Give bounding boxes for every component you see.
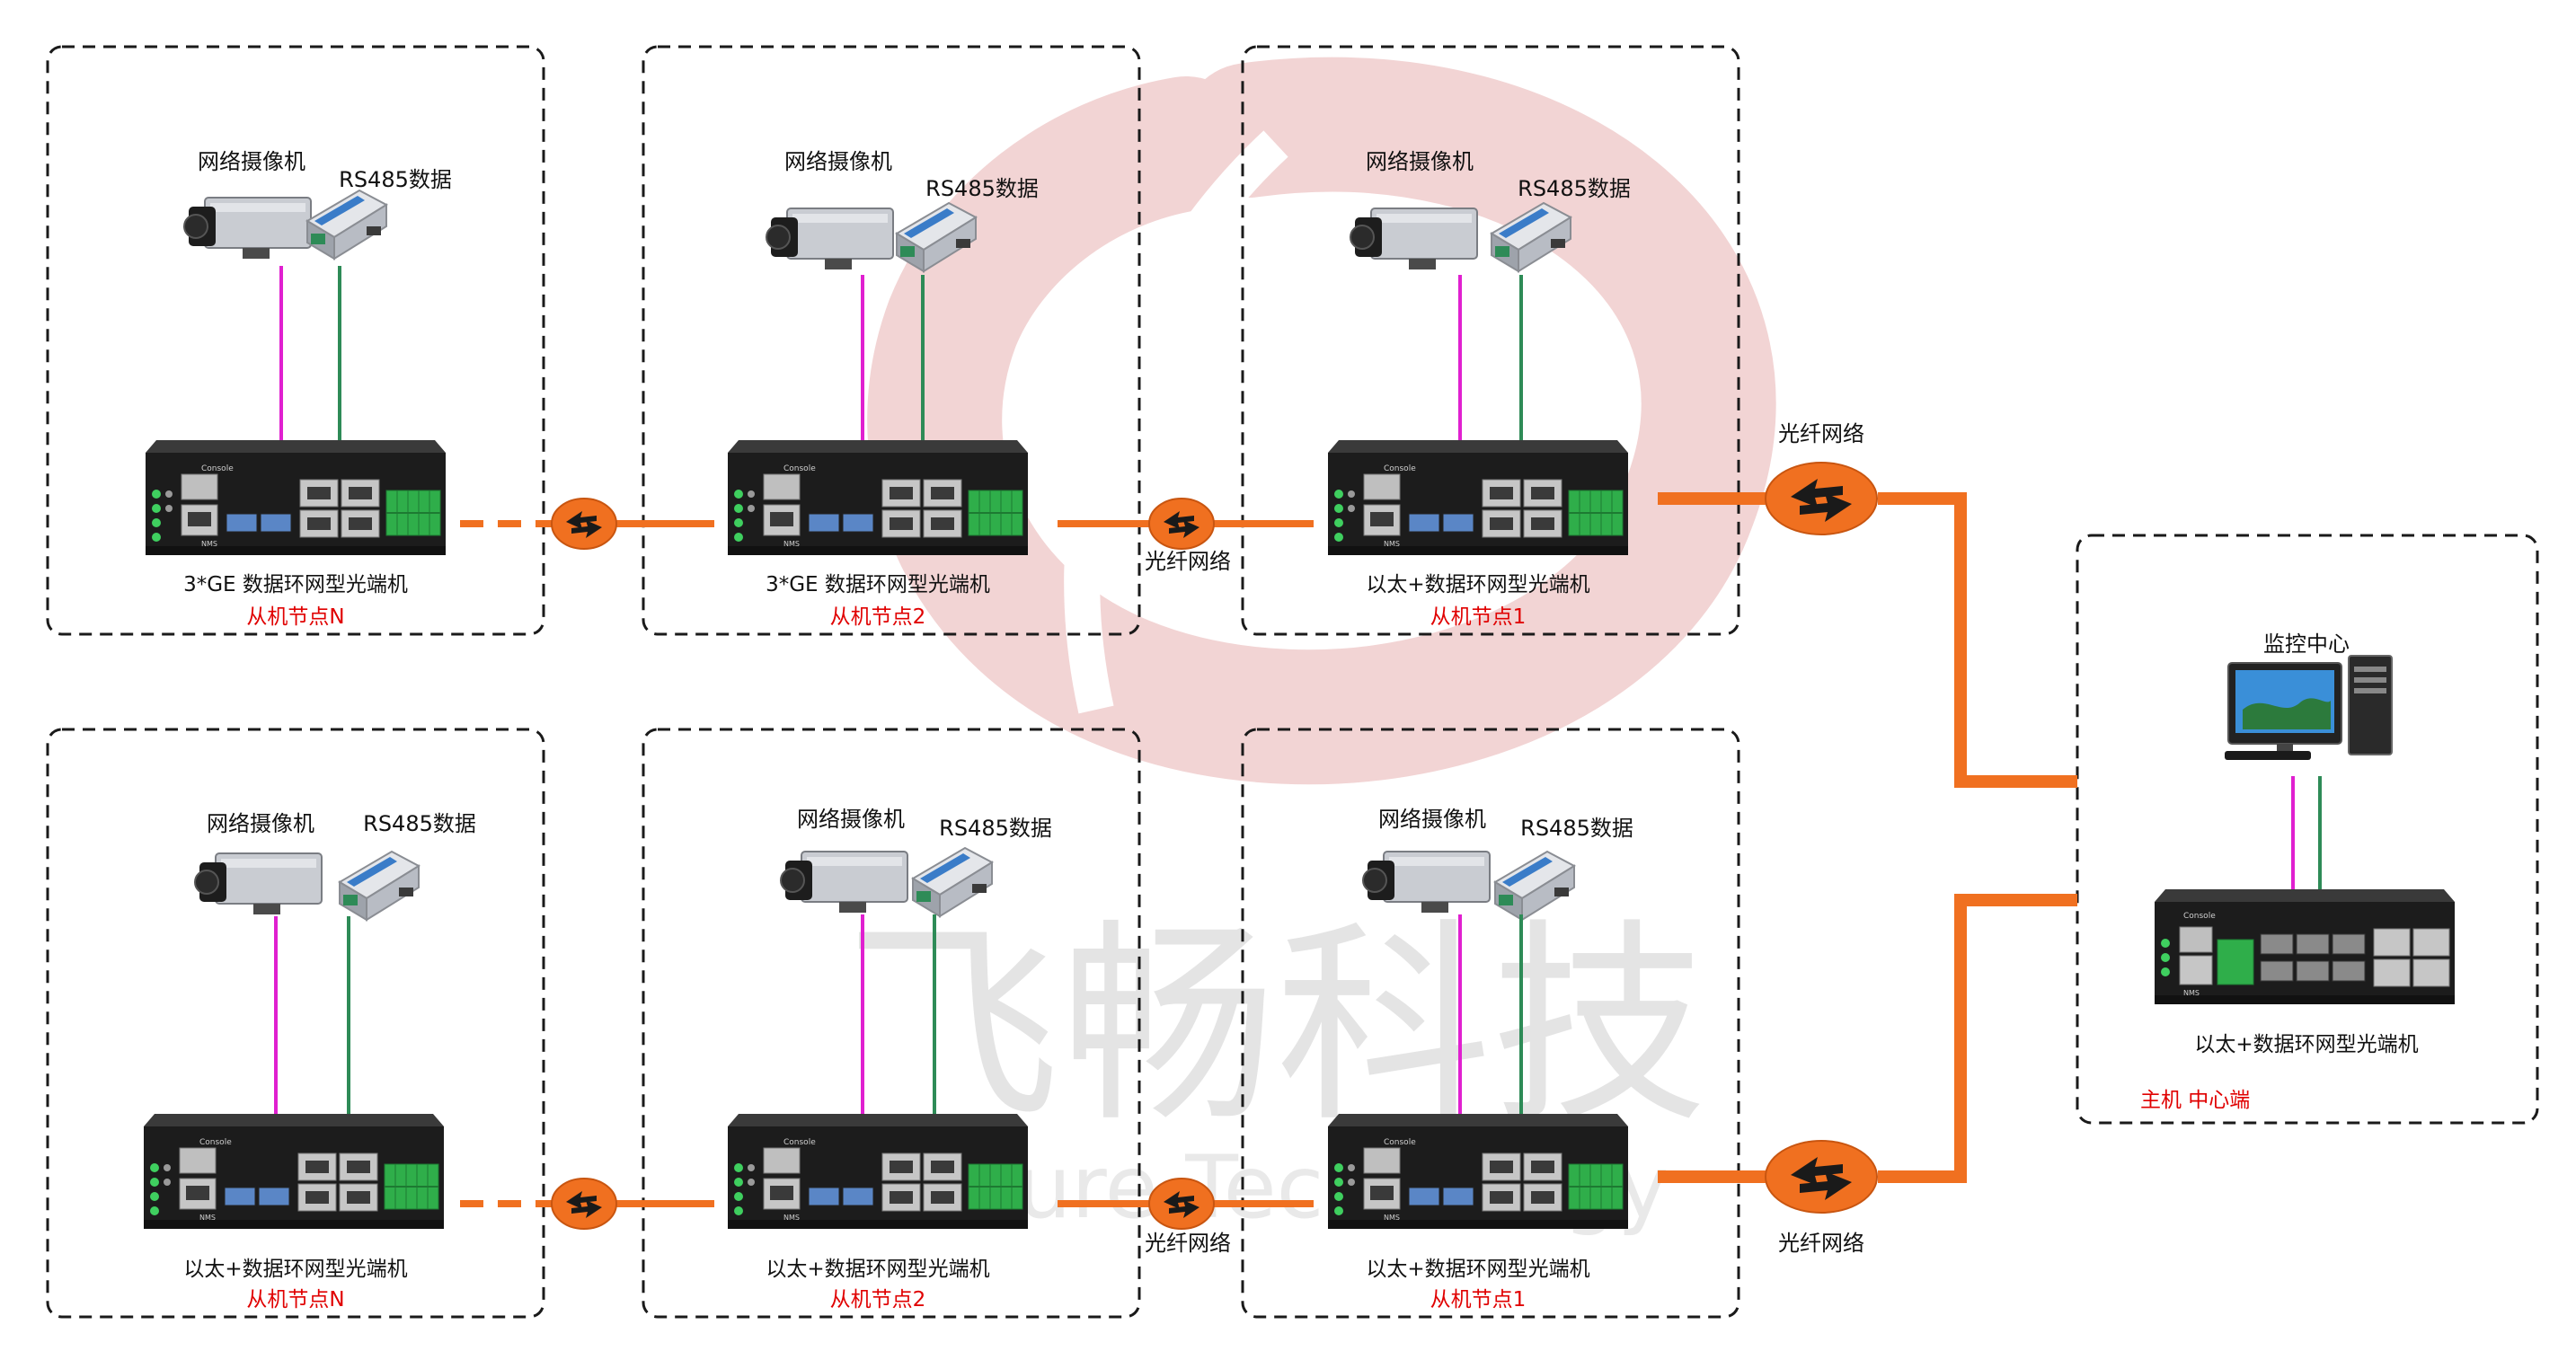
node-bottom-1: 网络摄像机 RS485数据 以太+数据环网型光端机 从机节点1 <box>1327 807 1633 1311</box>
node-boxes <box>46 45 2539 1319</box>
fiber-network-label: 光纤网络 <box>1778 1231 1864 1256</box>
rs485-label: RS485数据 <box>1520 816 1633 841</box>
camera-label: 网络摄像机 <box>1366 149 1474 174</box>
computer-icon <box>2225 655 2393 760</box>
optical-transceiver-device <box>727 439 1029 556</box>
optical-transceiver-device <box>1327 439 1629 556</box>
optical-transceiver-device <box>145 439 447 556</box>
node-center: 监控中心 以太+数据环网型光端机 主机 中心端 <box>2140 631 2456 1112</box>
rs485-label: RS485数据 <box>363 811 476 836</box>
camera-icon <box>194 852 323 915</box>
rs485-label: RS485数据 <box>339 167 452 192</box>
watermark: 飞畅科技 Future Technology <box>845 57 1776 1238</box>
optical-transceiver-device <box>1327 1113 1629 1230</box>
camera-icon <box>766 208 894 270</box>
node-bottom-2: 网络摄像机 RS485数据 以太+数据环网型光端机 从机节点2 <box>727 807 1052 1311</box>
fiber-node-icon <box>551 498 617 550</box>
device-label: 以太+数据环网型光端机 <box>2194 1033 2418 1056</box>
rs485-converter-icon <box>306 190 387 260</box>
fiber-network-label: 光纤网络 <box>1145 549 1231 574</box>
node-role-label: 从机节点1 <box>1430 1288 1527 1311</box>
device-label: 以太+数据环网型光端机 <box>183 1258 407 1281</box>
node-role-label: 从机节点N <box>246 605 344 629</box>
monitor-center-label: 监控中心 <box>2263 631 2350 657</box>
node-box-center <box>2076 534 2539 1125</box>
fiber-link-bottom-center-b <box>1878 894 2077 1183</box>
node-role-label: 从机节点2 <box>830 1288 926 1311</box>
camera-label: 网络摄像机 <box>198 149 305 174</box>
node-box-bottom-n <box>46 728 545 1319</box>
node-role-label: 从机节点2 <box>830 605 926 629</box>
node-top-n: 网络摄像机 RS485数据 3*GE 数据环网型光端机 从机节点N <box>145 149 452 629</box>
device-label: 以太+数据环网型光端机 <box>1366 573 1589 596</box>
node-bottom-n: 网络摄像机 RS485数据 以太+数据环网型光端机 从机节点N <box>143 811 476 1311</box>
camera-icon <box>183 197 312 260</box>
node-box-top-n <box>46 45 545 636</box>
optical-transceiver-device <box>727 1113 1029 1230</box>
rs485-label: RS485数据 <box>939 816 1052 841</box>
node-box-top-1 <box>1241 45 1740 636</box>
watermark-chinese: 飞畅科技 <box>845 900 1707 1152</box>
fiber-node-icon <box>1148 498 1215 550</box>
fiber-links <box>460 492 2077 1207</box>
rs485-label: RS485数据 <box>925 176 1039 201</box>
node-role-label: 主机 中心端 <box>2140 1089 2250 1112</box>
fiber-node-icon <box>1148 1178 1215 1230</box>
camera-label: 网络摄像机 <box>797 807 905 832</box>
camera-icon <box>1350 208 1478 270</box>
optical-transceiver-device <box>143 1113 445 1230</box>
fiber-network-label: 光纤网络 <box>1778 421 1864 446</box>
camera-label: 网络摄像机 <box>207 811 314 836</box>
node-box-bottom-1 <box>1241 728 1740 1319</box>
device-label: 以太+数据环网型光端机 <box>1366 1258 1589 1281</box>
device-label: 3*GE 数据环网型光端机 <box>766 573 990 596</box>
rs485-converter-icon <box>339 851 420 921</box>
host-optical-transceiver-device <box>2154 888 2456 1005</box>
fiber-link-top-center-b <box>1878 492 2077 788</box>
camera-label: 网络摄像机 <box>784 149 892 174</box>
fiber-node-icon <box>551 1178 617 1230</box>
fiber-node-icon <box>1765 1140 1878 1214</box>
device-label: 以太+数据环网型光端机 <box>766 1258 989 1281</box>
rs485-label: RS485数据 <box>1518 176 1631 201</box>
fiber-network-label: 光纤网络 <box>1145 1231 1231 1256</box>
node-role-label: 从机节点N <box>246 1288 344 1311</box>
node-box-bottom-2 <box>642 728 1141 1319</box>
node-role-label: 从机节点1 <box>1430 605 1527 629</box>
device-label: 3*GE 数据环网型光端机 <box>183 573 408 596</box>
camera-label: 网络摄像机 <box>1378 807 1486 832</box>
node-top-2: 网络摄像机 RS485数据 3*GE 数据环网型光端机 从机节点2 <box>727 149 1039 629</box>
node-box-top-2 <box>642 45 1141 636</box>
node-top-1: 网络摄像机 RS485数据 以太+数据环网型光端机 从机节点1 <box>1327 149 1631 629</box>
fiber-node-icon <box>1765 462 1878 535</box>
